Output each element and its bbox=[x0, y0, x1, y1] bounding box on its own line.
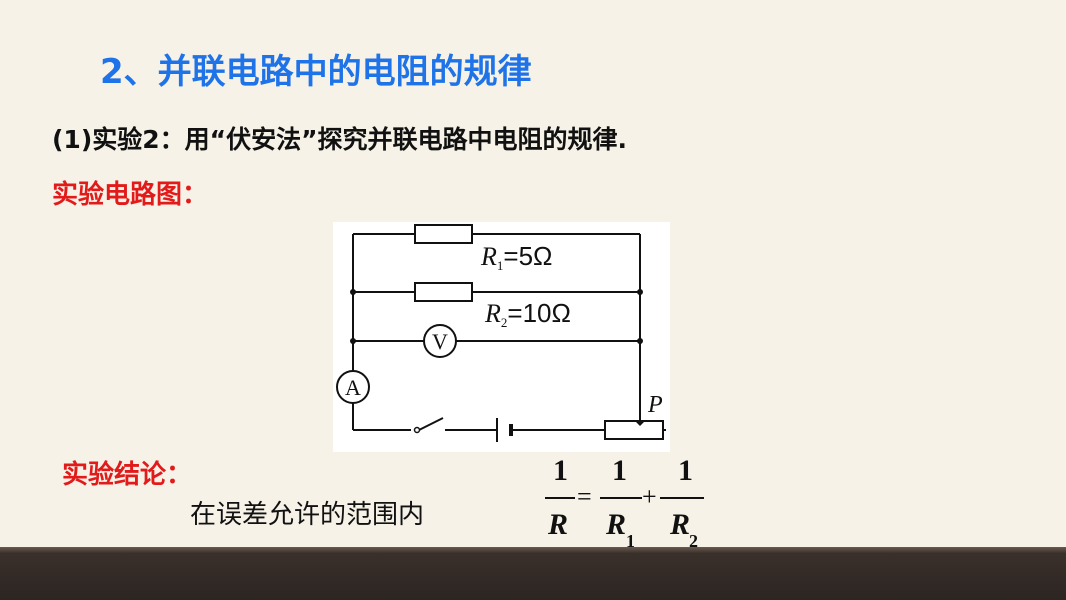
switch-blade bbox=[418, 417, 444, 431]
voltmeter-label: V bbox=[432, 329, 448, 354]
circuit-diagram: V A R1=5Ω R2=10Ω P bbox=[333, 222, 670, 452]
formula-mid-bar bbox=[600, 497, 642, 499]
formula-right-denominator: R bbox=[670, 508, 691, 541]
r1-label: R1=5Ω bbox=[480, 241, 552, 273]
resistor-r1 bbox=[414, 224, 473, 244]
formula-mid-numerator: 1 bbox=[612, 454, 627, 487]
formula-mid-subscript: 1 bbox=[626, 531, 635, 551]
r2-label: R2=10Ω bbox=[484, 298, 571, 330]
formula-left-numerator: 1 bbox=[553, 454, 568, 487]
formula-left-denominator: R bbox=[548, 508, 569, 541]
ammeter-label: A bbox=[345, 375, 361, 400]
circuit-svg: V A R1=5Ω R2=10Ω P bbox=[336, 224, 666, 442]
formula-equals: = bbox=[577, 482, 592, 511]
parallel-resistance-formula: 1 R = 1 R 1 + 1 R 2 bbox=[538, 452, 718, 552]
resistor-r2 bbox=[414, 282, 473, 302]
ammeter bbox=[336, 370, 370, 404]
formula-plus: + bbox=[642, 482, 657, 511]
formula-right-bar bbox=[660, 497, 704, 499]
conclusion-text: 在误差允许的范围内 bbox=[190, 500, 425, 530]
formula-right-subscript: 2 bbox=[689, 531, 698, 551]
experiment-description: (1)实验2：用“伏安法”探究并联电路中电阻的规律. bbox=[52, 125, 628, 154]
circuit-diagram-label: 实验电路图： bbox=[52, 180, 209, 210]
slider-label: P bbox=[647, 392, 663, 418]
rheostat bbox=[604, 420, 664, 440]
switch-contact bbox=[413, 426, 421, 434]
bottom-decorative-bar bbox=[0, 547, 1066, 600]
formula-mid-denominator: R bbox=[606, 508, 627, 541]
voltmeter bbox=[423, 324, 457, 358]
conclusion-label: 实验结论： bbox=[62, 460, 193, 490]
slider-arrow bbox=[634, 420, 646, 426]
junctions bbox=[350, 289, 643, 344]
formula-left-bar bbox=[545, 497, 575, 499]
slide-title: 2、并联电路中的电阻的规律 bbox=[100, 52, 532, 92]
formula-right-numerator: 1 bbox=[678, 454, 693, 487]
